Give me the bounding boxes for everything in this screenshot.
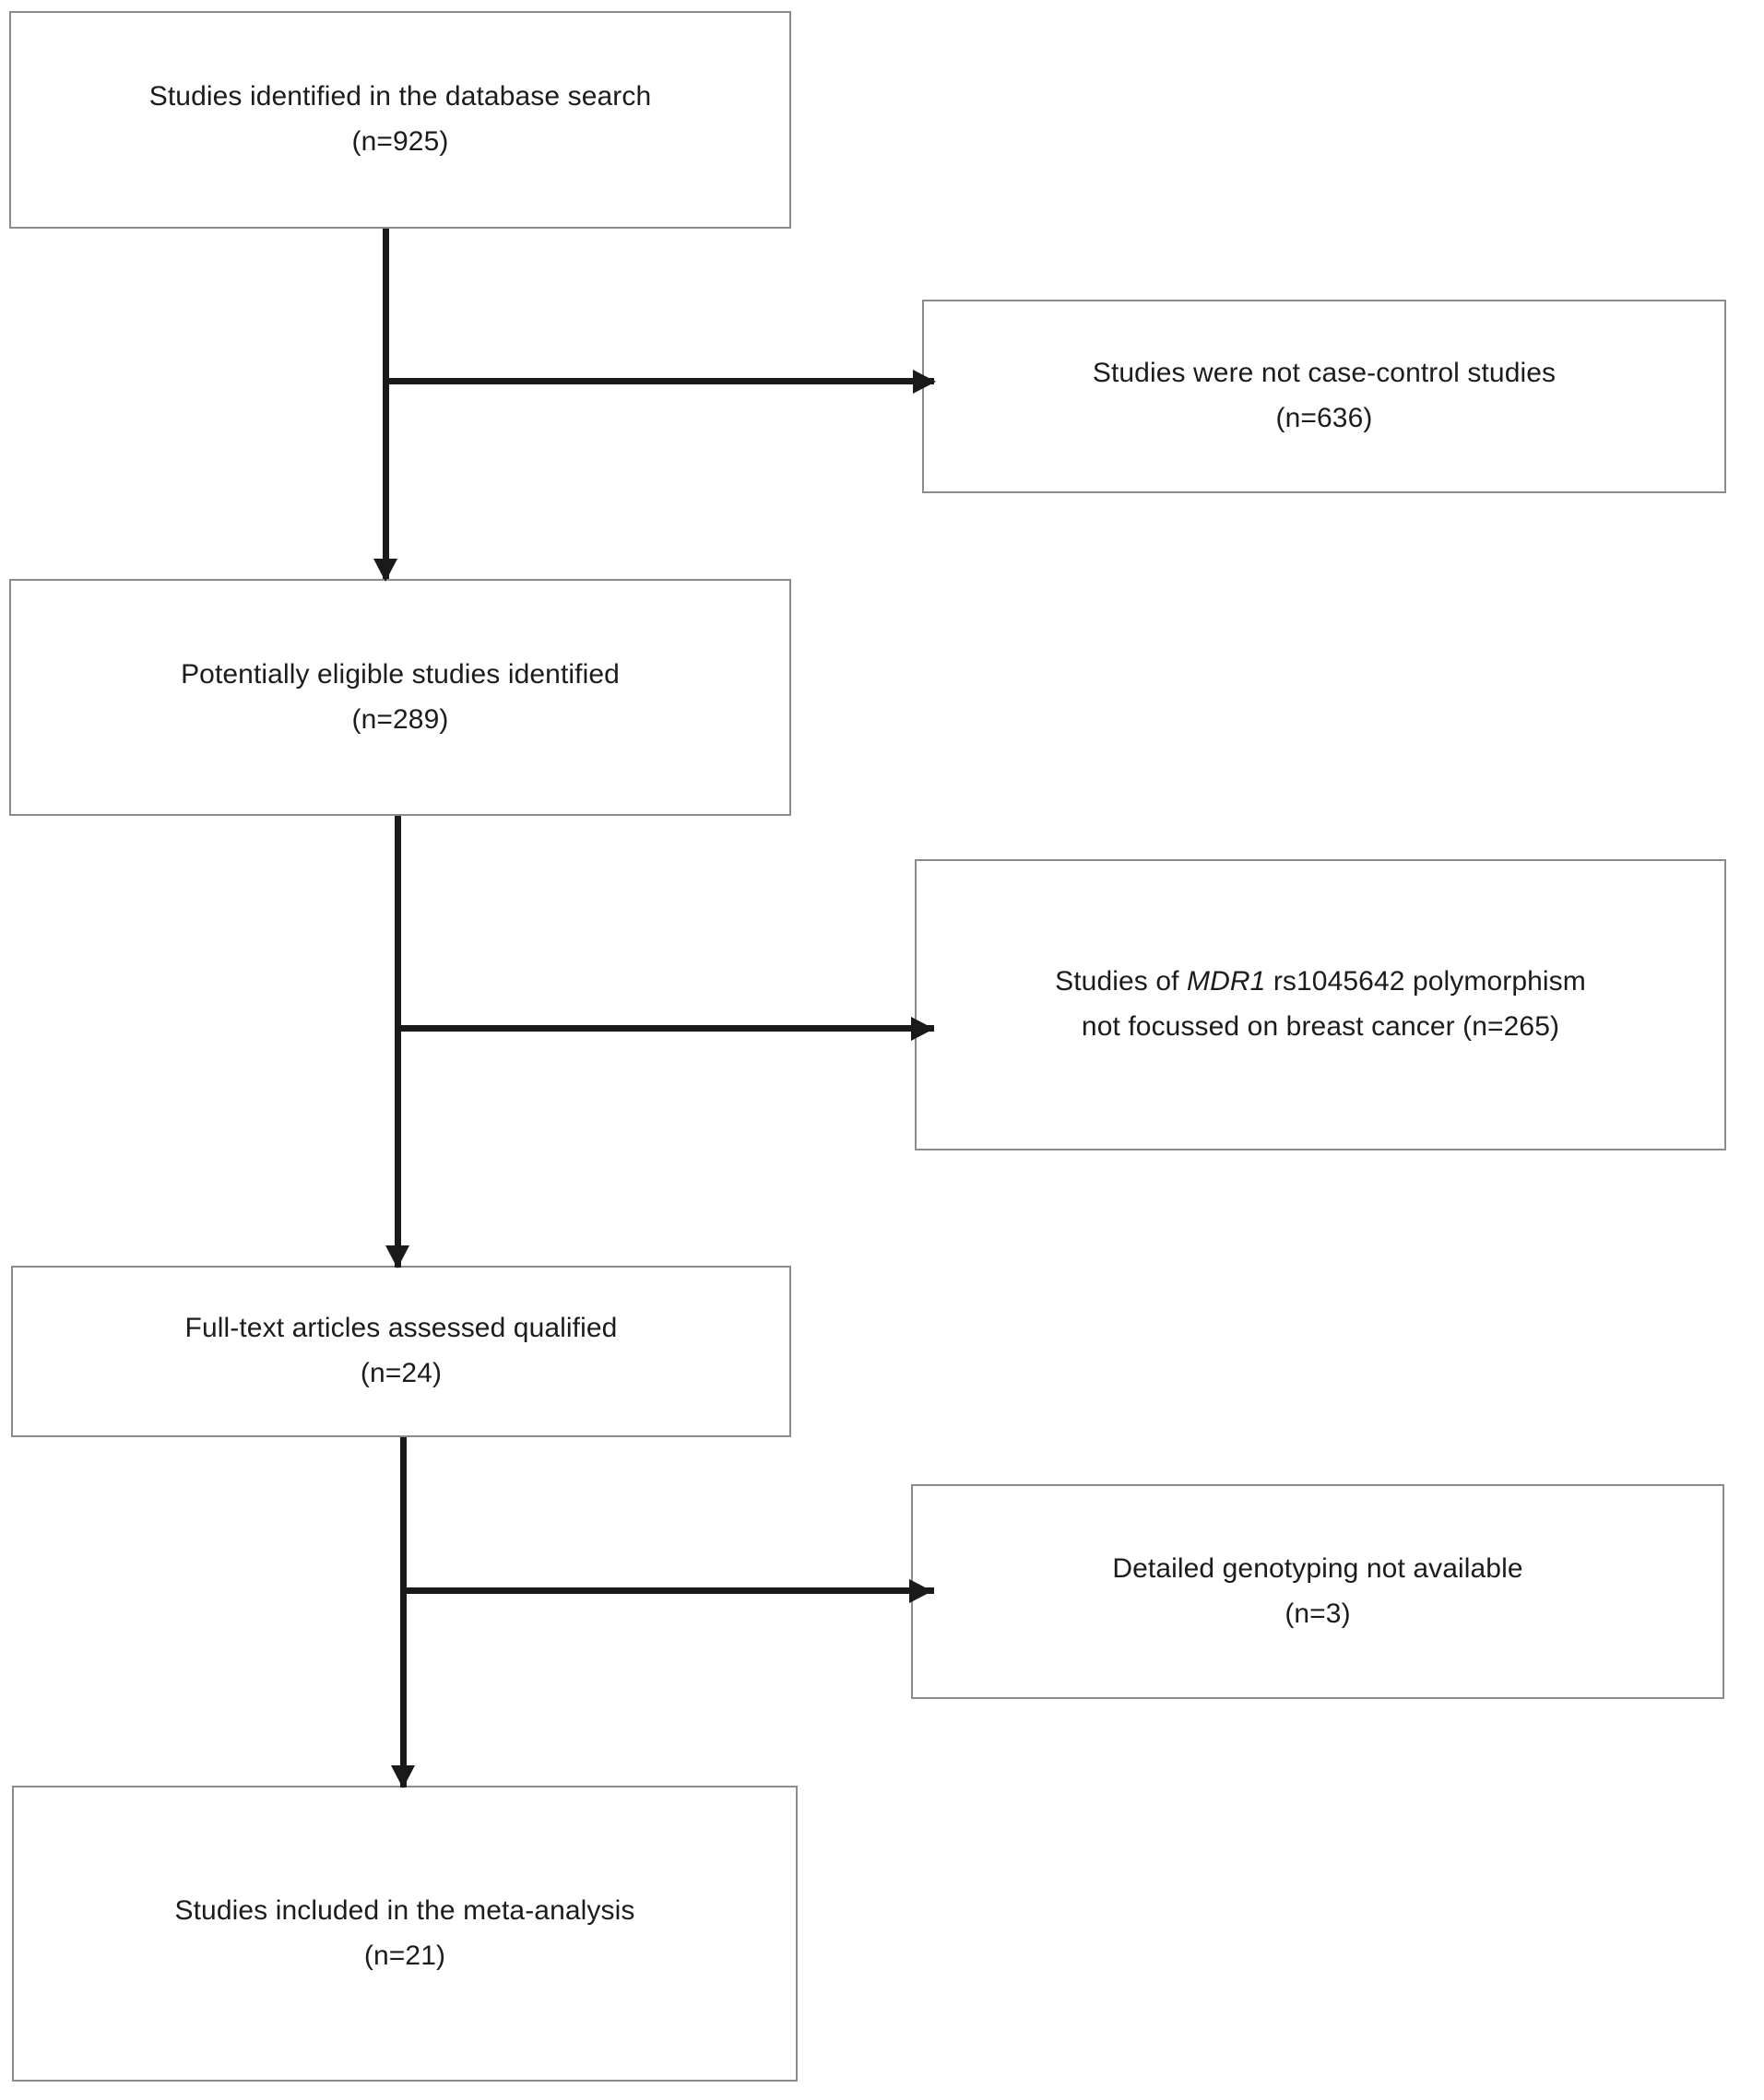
connector-eligible-to-full-text-stem xyxy=(395,816,401,1268)
connector-full-text-to-included-stem xyxy=(400,1437,407,1787)
box-no-genotyping: Detailed genotyping not available (n=3) xyxy=(911,1484,1724,1699)
box-studies-identified-line1: Studies identified in the database searc… xyxy=(148,81,652,112)
box-not-breast-cancer: Studies of MDR1 rs1045642 polymorphism n… xyxy=(915,859,1726,1150)
gene-name-italic: MDR1 xyxy=(1186,966,1266,997)
box-studies-included-line1: Studies included in the meta-analysis xyxy=(174,1894,635,1926)
box-full-text-assessed: Full-text articles assessed qualified (n… xyxy=(11,1266,791,1437)
box-not-case-control-count: (n=636) xyxy=(1275,403,1373,433)
box-not-case-control-line1: Studies were not case-control studies xyxy=(1092,358,1557,389)
box-not-breast-cancer-line1: Studies of MDR1 rs1045642 polymorphism xyxy=(1055,960,1586,1005)
box-studies-identified-count: (n=925) xyxy=(351,126,449,157)
box-not-breast-cancer-line1-prefix: Studies of xyxy=(1055,966,1187,997)
connector-eligible-to-not-breast-cancer-arrowhead xyxy=(911,1017,934,1041)
connector-full-text-to-no-genotyping-arrowhead xyxy=(909,1579,932,1603)
connector-identified-to-not-case-control-arrowhead xyxy=(913,370,936,394)
box-not-breast-cancer-line1-suffix: rs1045642 polymorphism xyxy=(1265,966,1586,997)
connector-eligible-to-not-breast-cancer-stem xyxy=(397,1025,934,1032)
connector-full-text-to-no-genotyping-stem xyxy=(403,1587,934,1594)
connector-identified-to-not-case-control-stem xyxy=(385,378,934,384)
connector-identified-to-eligible-arrowhead xyxy=(373,559,397,582)
box-not-breast-cancer-line2: not focussed on breast cancer (n=265) xyxy=(1081,1011,1560,1042)
box-full-text-assessed-count: (n=24) xyxy=(360,1358,443,1388)
box-potentially-eligible-count: (n=289) xyxy=(351,703,449,735)
box-full-text-assessed-line1: Full-text articles assessed qualified xyxy=(184,1313,618,1344)
connector-full-text-to-included-arrowhead xyxy=(391,1765,415,1788)
box-studies-identified: Studies identified in the database searc… xyxy=(9,11,791,229)
box-no-genotyping-line1: Detailed genotyping not available xyxy=(1112,1552,1523,1584)
box-not-case-control: Studies were not case-control studies (n… xyxy=(922,300,1726,493)
box-potentially-eligible: Potentially eligible studies identified … xyxy=(9,579,791,816)
connector-eligible-to-full-text-arrowhead xyxy=(385,1245,409,1268)
box-studies-included-count: (n=21) xyxy=(363,1940,446,1971)
box-potentially-eligible-line1: Potentially eligible studies identified xyxy=(181,658,620,690)
box-studies-included: Studies included in the meta-analysis (n… xyxy=(12,1786,798,2082)
connector-identified-to-eligible-stem xyxy=(383,229,389,579)
box-no-genotyping-count: (n=3) xyxy=(1285,1598,1351,1629)
